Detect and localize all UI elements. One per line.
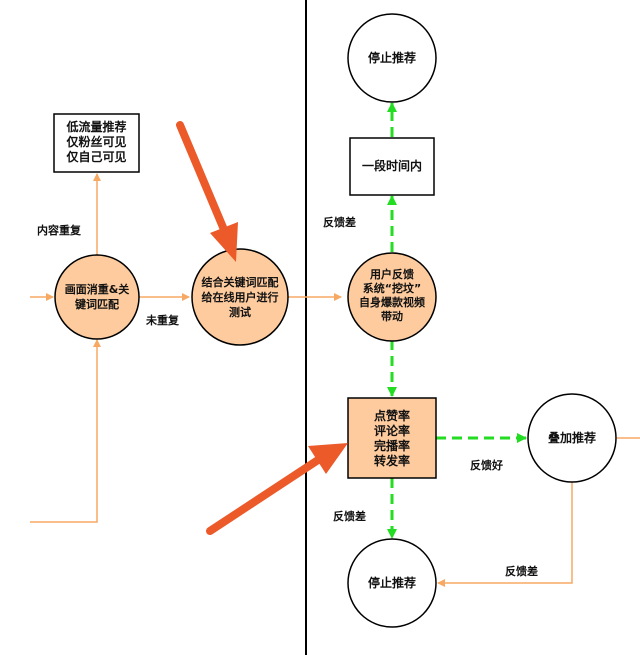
label-stop-bottom: 停止推荐 bbox=[367, 576, 416, 590]
label-feedback-bad-top: 反馈差 bbox=[323, 216, 356, 229]
red-pointer-arrow-bottom bbox=[206, 443, 348, 535]
node-dedup bbox=[54, 254, 140, 340]
red-pointer-arrow-top bbox=[176, 121, 238, 262]
label-stop-top: 停止推荐 bbox=[367, 51, 416, 65]
label-feedback-bad-right: 反馈差 bbox=[505, 565, 538, 578]
label-period: 一段时间内 bbox=[361, 159, 422, 173]
node-stop-top bbox=[347, 13, 437, 103]
node-keyword-test bbox=[191, 248, 289, 346]
edge-stack-to-stop bbox=[437, 480, 573, 587]
node-metrics bbox=[347, 397, 437, 479]
node-stop-bottom bbox=[347, 538, 437, 628]
edge-feedback-loop-left bbox=[30, 339, 101, 523]
label-feedback-system: 用户反馈 系统“挖坟” 自身爆款视频 带动 bbox=[359, 268, 425, 323]
label-not-duplicate: 未重复 bbox=[146, 314, 179, 327]
label-content-duplicate: 内容重复 bbox=[37, 224, 81, 237]
node-stack-recommend bbox=[527, 393, 617, 483]
label-dedup: 画面消重&关 键词匹配 bbox=[64, 283, 130, 311]
node-feedback-system bbox=[347, 252, 437, 342]
label-metrics: 点赞率 评论率 完播率 转发率 bbox=[373, 409, 410, 468]
node-period bbox=[349, 137, 435, 196]
label-low-traffic: 低流量推荐 仅粉丝可见 仅自己可见 bbox=[66, 120, 127, 164]
label-keyword-test: 结合关键词匹配 给在线用户进行 测试 bbox=[201, 276, 279, 319]
node-low-traffic bbox=[53, 113, 140, 173]
label-stack-recommend: 叠加推荐 bbox=[547, 431, 596, 445]
label-feedback-good: 反馈好 bbox=[470, 459, 503, 472]
label-feedback-bad-bottom: 反馈差 bbox=[333, 510, 366, 523]
